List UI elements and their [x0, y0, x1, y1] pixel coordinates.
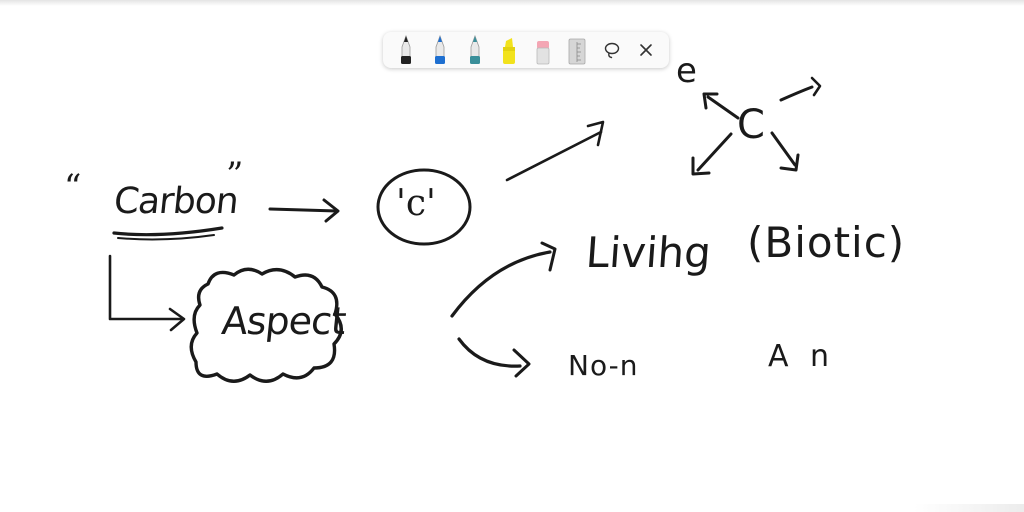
bracket-line [108, 254, 185, 321]
center-c-label: C [737, 102, 765, 148]
eraser-icon[interactable] [530, 35, 556, 65]
bond-arrow-right-head [810, 76, 822, 97]
quote-open: “ [64, 167, 82, 207]
bond-arrow-down-left-head [691, 156, 711, 176]
arrow-to-living-head [540, 241, 557, 272]
biotic-label: (Biotic) [747, 218, 906, 267]
e-label: e [676, 51, 697, 91]
pen-blue-icon[interactable] [427, 35, 453, 65]
highlighter-yellow-icon[interactable] [496, 35, 522, 65]
bond-arrow-down-right [770, 131, 797, 167]
pen-black-icon[interactable] [393, 35, 419, 65]
arrow-to-living [450, 250, 552, 318]
arrow-carbon-to-c [268, 207, 339, 213]
window-top-edge [0, 0, 1024, 6]
aspect-label: Aspect [219, 299, 348, 343]
bond-arrow-down-right-head [779, 153, 800, 172]
bond-arrow-up-left-head [702, 92, 719, 110]
a-label: A n [768, 339, 836, 374]
aspect-cloud [189, 267, 343, 383]
non-label: No-n [568, 349, 639, 382]
bond-arrow-up-left [706, 95, 740, 120]
living-label: Livihg [584, 228, 713, 277]
arrow-to-non-head [512, 348, 531, 378]
lasso-select-icon[interactable] [599, 35, 625, 65]
bond-arrow-right [779, 85, 814, 102]
pen-teal-icon[interactable] [462, 35, 488, 65]
bracket-arrow-head [168, 307, 186, 332]
carbon-underline-second [117, 234, 215, 241]
close-icon[interactable] [633, 35, 659, 65]
arrow-to-non [457, 337, 522, 368]
quote-close: ” [226, 155, 244, 195]
carbon-underline [112, 226, 224, 237]
ink-toolbar [383, 32, 669, 68]
word-carbon: Carbon [111, 181, 240, 222]
c-circle-label: 'c' [396, 183, 436, 224]
arrow-carbon-to-c-head [322, 198, 340, 223]
bond-arrow-down-left [696, 132, 733, 172]
window-corner-edge [914, 504, 1024, 512]
c-circle [376, 168, 472, 246]
ruler-icon[interactable] [564, 35, 590, 65]
arrow-c-to-structure [505, 130, 603, 182]
arrow-c-to-structure-head [586, 120, 605, 147]
